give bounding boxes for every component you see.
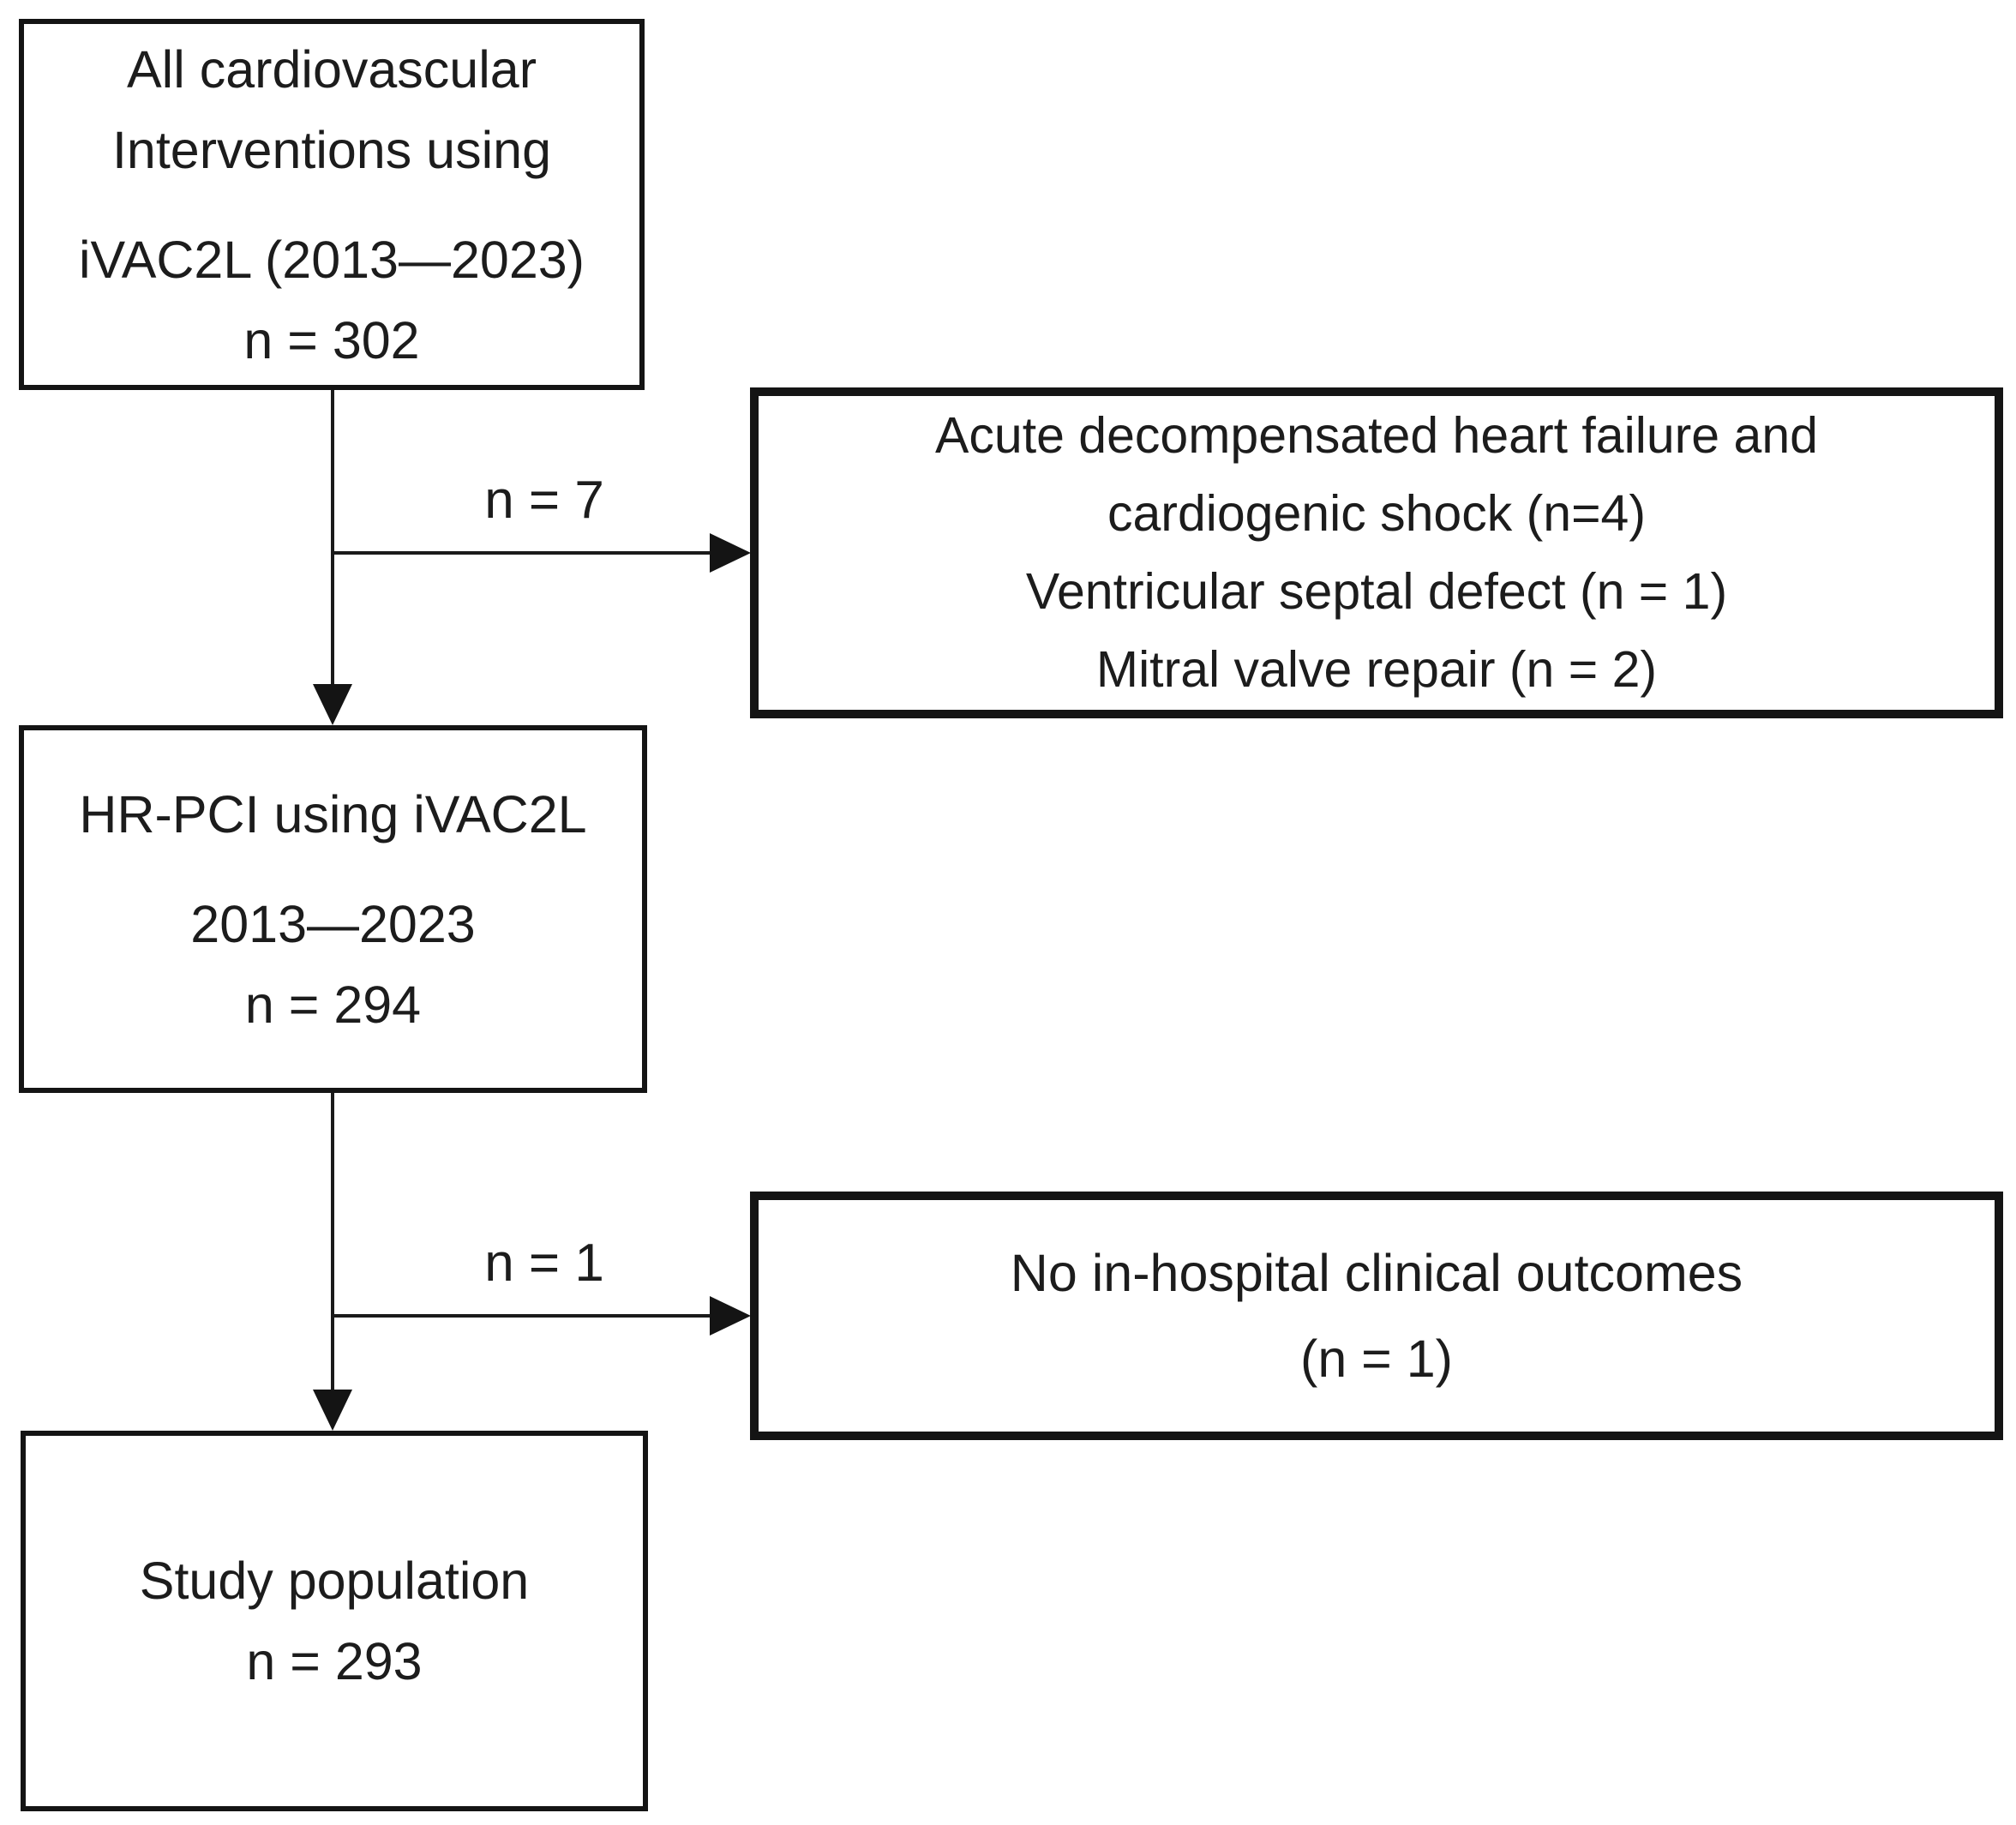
node-text-line: 2013—2023 [190, 894, 476, 953]
node-text-line: n = 294 [244, 975, 422, 1034]
node-text-line: Mitral valve repair (n = 2) [1095, 641, 1658, 698]
node-text-line: iVAC2L (2013—2023) [78, 230, 585, 289]
node-text-line: n = 293 [246, 1632, 423, 1690]
arrowhead-down-icon [313, 1390, 352, 1431]
node-text-line: cardiogenic shock (n=4) [1107, 485, 1647, 542]
connector-line-vertical-1 [331, 390, 334, 688]
arrowhead-down-icon [313, 684, 352, 725]
arrowhead-right-icon [710, 1296, 751, 1336]
arrowhead-right-icon [710, 533, 751, 573]
node-all-interventions: All cardiovascular Interventions using i… [19, 19, 645, 390]
connector-line-branch-1 [331, 551, 711, 555]
node-text-line: (n = 1) [1300, 1330, 1453, 1388]
edge-label-n1: n = 1 [484, 1234, 604, 1293]
node-hr-pci: HR-PCI using iVAC2L 2013—2023 n = 294 [19, 725, 647, 1093]
node-study-population: Study population n = 293 [21, 1431, 648, 1811]
node-text-line: Acute decompensated heart failure and [935, 407, 1818, 464]
node-text-line: No in-hospital clinical outcomes [1010, 1244, 1743, 1302]
node-text-line: n = 302 [243, 310, 420, 369]
node-text-line: Study population [139, 1552, 530, 1610]
node-text-line: Interventions using [111, 120, 552, 179]
connector-line-vertical-2 [331, 1093, 334, 1391]
node-exclusion-reasons-2: No in-hospital clinical outcomes (n = 1) [750, 1192, 2003, 1440]
edge-label-n7: n = 7 [484, 471, 604, 530]
node-text-line: HR-PCI using iVAC2L [79, 784, 587, 843]
node-text-line: All cardiovascular [126, 39, 537, 99]
node-text-line: Ventricular septal defect (n = 1) [1025, 563, 1728, 620]
connector-line-branch-2 [331, 1314, 711, 1318]
node-exclusion-reasons-1: Acute decompensated heart failure and ca… [750, 387, 2003, 718]
